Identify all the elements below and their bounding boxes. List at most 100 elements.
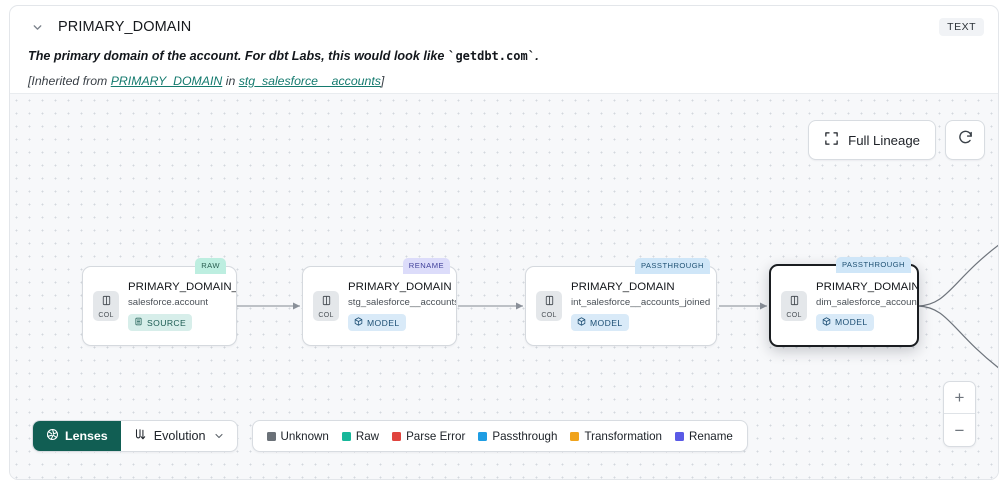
lineage-node-2[interactable]: RENAME COL PRIMARY_DOMAIN stg_salesforce… bbox=[302, 258, 457, 346]
legend-label: Rename bbox=[689, 429, 733, 443]
cube-icon bbox=[354, 317, 363, 328]
description-text-before: The primary domain of the account. For d… bbox=[28, 49, 448, 63]
evolution-dropdown[interactable]: Evolution bbox=[121, 421, 237, 451]
node-4-kind-badge: MODEL bbox=[816, 313, 874, 331]
lineage-canvas[interactable]: Full Lineage + − RAW bbox=[10, 93, 998, 479]
node-4-name: PRIMARY_DOMAIN bbox=[816, 280, 917, 293]
node-2-col-chip: COL bbox=[313, 291, 339, 321]
lenses-button[interactable]: Lenses bbox=[33, 421, 121, 451]
lineage-node-1[interactable]: RAW COL PRIMARY_DOMAIN__C salesforce.acc… bbox=[82, 258, 237, 346]
node-1-body: PRIMARY_DOMAIN__C salesforce.account SOU… bbox=[119, 281, 236, 331]
node-2-name: PRIMARY_DOMAIN bbox=[348, 281, 452, 293]
lenses-evolution-group: Lenses Evolution bbox=[32, 420, 238, 452]
node-4-subtitle: dim_salesforce_accounts bbox=[816, 296, 917, 308]
lineage-node-3[interactable]: PASSTHROUGH COL PRIMARY_DOMAIN int_sales… bbox=[525, 258, 717, 346]
legend-swatch bbox=[341, 431, 351, 441]
panel-header: PRIMARY_DOMAIN TEXT The primary domain o… bbox=[10, 6, 998, 92]
backtick-open: ` bbox=[447, 48, 456, 63]
node-1-tag: RAW bbox=[195, 258, 226, 274]
full-lineage-button[interactable]: Full Lineage bbox=[808, 120, 936, 160]
full-lineage-label: Full Lineage bbox=[848, 132, 920, 148]
database-icon bbox=[134, 317, 143, 328]
legend-swatch bbox=[570, 431, 580, 441]
type-badge: TEXT bbox=[939, 18, 984, 36]
legend-item-transformation: Transformation bbox=[570, 430, 662, 443]
node-3-body: PRIMARY_DOMAIN int_salesforce__accounts_… bbox=[562, 281, 710, 331]
lenses-label: Lenses bbox=[65, 429, 108, 443]
cube-icon bbox=[822, 316, 831, 328]
node-2-subtitle: stg_salesforce__accounts bbox=[348, 297, 456, 308]
node-3-subtitle: int_salesforce__accounts_joined bbox=[571, 297, 711, 308]
node-1-name: PRIMARY_DOMAIN__C bbox=[128, 281, 236, 293]
description-code: getdbt.com bbox=[455, 49, 528, 63]
canvas-bottom-toolbar: Lenses Evolution bbox=[32, 420, 748, 452]
canvas-top-controls: Full Lineage bbox=[808, 120, 985, 160]
node-1-kind-badge: SOURCE bbox=[128, 314, 193, 331]
node-3-col-chip: COL bbox=[536, 291, 562, 321]
inherited-suffix: ] bbox=[380, 74, 385, 88]
columns-icon bbox=[321, 293, 332, 311]
legend-item-parse-error: Parse Error bbox=[392, 430, 465, 443]
node-3-kind-label: MODEL bbox=[590, 317, 623, 328]
node-4-col-label: COL bbox=[786, 311, 802, 319]
legend-item-passthrough: Passthrough bbox=[478, 430, 557, 443]
legend-swatch bbox=[392, 431, 402, 441]
columns-icon bbox=[544, 293, 555, 311]
legend-swatch bbox=[478, 431, 488, 441]
refresh-icon bbox=[957, 129, 974, 151]
legend-item-unknown: Unknown bbox=[266, 429, 329, 443]
legend-label: Unknown bbox=[280, 429, 329, 443]
inherited-column-link[interactable]: PRIMARY_DOMAIN bbox=[110, 74, 223, 88]
zoom-controls: + − bbox=[943, 381, 976, 447]
node-4-tag: PASSTHROUGH bbox=[835, 257, 911, 273]
zoom-in-button[interactable]: + bbox=[944, 382, 975, 414]
legend-label: Raw bbox=[355, 429, 380, 443]
edge-out-upper bbox=[917, 244, 998, 307]
node-2-kind-badge: MODEL bbox=[348, 314, 406, 331]
inherited-middle: in bbox=[222, 74, 239, 88]
node-1-subtitle: salesforce.account bbox=[128, 297, 208, 308]
page-title: PRIMARY_DOMAIN bbox=[58, 19, 192, 35]
legend-item-raw: Raw bbox=[341, 429, 380, 443]
description-text-after: . bbox=[535, 49, 539, 63]
node-4-col-chip: COL bbox=[781, 290, 807, 321]
chevron-down-icon bbox=[213, 430, 225, 442]
legend-item-rename: Rename bbox=[675, 430, 733, 443]
column-lineage-panel: PRIMARY_DOMAIN TEXT The primary domain o… bbox=[9, 5, 999, 480]
node-2-kind-label: MODEL bbox=[367, 317, 400, 328]
legend-swatch bbox=[266, 431, 276, 441]
expand-brackets-icon bbox=[824, 131, 839, 149]
cube-icon bbox=[577, 317, 586, 328]
node-3-name: PRIMARY_DOMAIN bbox=[571, 281, 675, 293]
legend-label: Passthrough bbox=[492, 429, 558, 443]
node-3-kind-badge: MODEL bbox=[571, 314, 629, 331]
node-4-kind-label: MODEL bbox=[835, 317, 868, 327]
chevron-down-icon[interactable] bbox=[28, 18, 46, 36]
backtick-close: ` bbox=[527, 48, 536, 63]
legend-label: Parse Error bbox=[406, 429, 466, 443]
column-description: The primary domain of the account. For d… bbox=[28, 47, 980, 65]
node-3-col-label: COL bbox=[541, 312, 557, 319]
node-2-col-label: COL bbox=[318, 312, 334, 319]
refresh-button[interactable] bbox=[945, 120, 985, 160]
legend-swatch bbox=[675, 431, 684, 441]
inherited-model-link[interactable]: stg_salesforce__accounts bbox=[238, 74, 381, 88]
node-1-col-label: COL bbox=[98, 312, 114, 319]
node-1-col-chip: COL bbox=[93, 291, 119, 321]
columns-icon bbox=[789, 293, 800, 311]
node-1-kind-label: SOURCE bbox=[147, 317, 187, 328]
inherited-prefix: [Inherited from bbox=[28, 74, 111, 88]
lineage-node-4[interactable]: PASSTHROUGH COL PRIMARY_DOMAIN dim_sales… bbox=[769, 257, 919, 347]
node-4-body: PRIMARY_DOMAIN dim_salesforce_accounts M… bbox=[807, 281, 917, 331]
zoom-out-button[interactable]: − bbox=[954, 420, 965, 440]
legend-label: Transformation bbox=[584, 429, 662, 443]
evolution-flow-icon bbox=[133, 428, 147, 445]
lineage-legend: Unknown Raw Parse Error Passthrough Tran… bbox=[251, 420, 748, 452]
node-2-body: PRIMARY_DOMAIN stg_salesforce__accounts … bbox=[339, 281, 456, 331]
node-2-tag: RENAME bbox=[402, 258, 450, 274]
node-3-tag: PASSTHROUGH bbox=[634, 258, 710, 274]
edge-out-lower bbox=[917, 305, 998, 369]
inherited-note: [Inherited from PRIMARY_DOMAIN in stg_sa… bbox=[28, 73, 980, 90]
evolution-label: Evolution bbox=[153, 429, 206, 443]
columns-icon bbox=[101, 293, 112, 311]
